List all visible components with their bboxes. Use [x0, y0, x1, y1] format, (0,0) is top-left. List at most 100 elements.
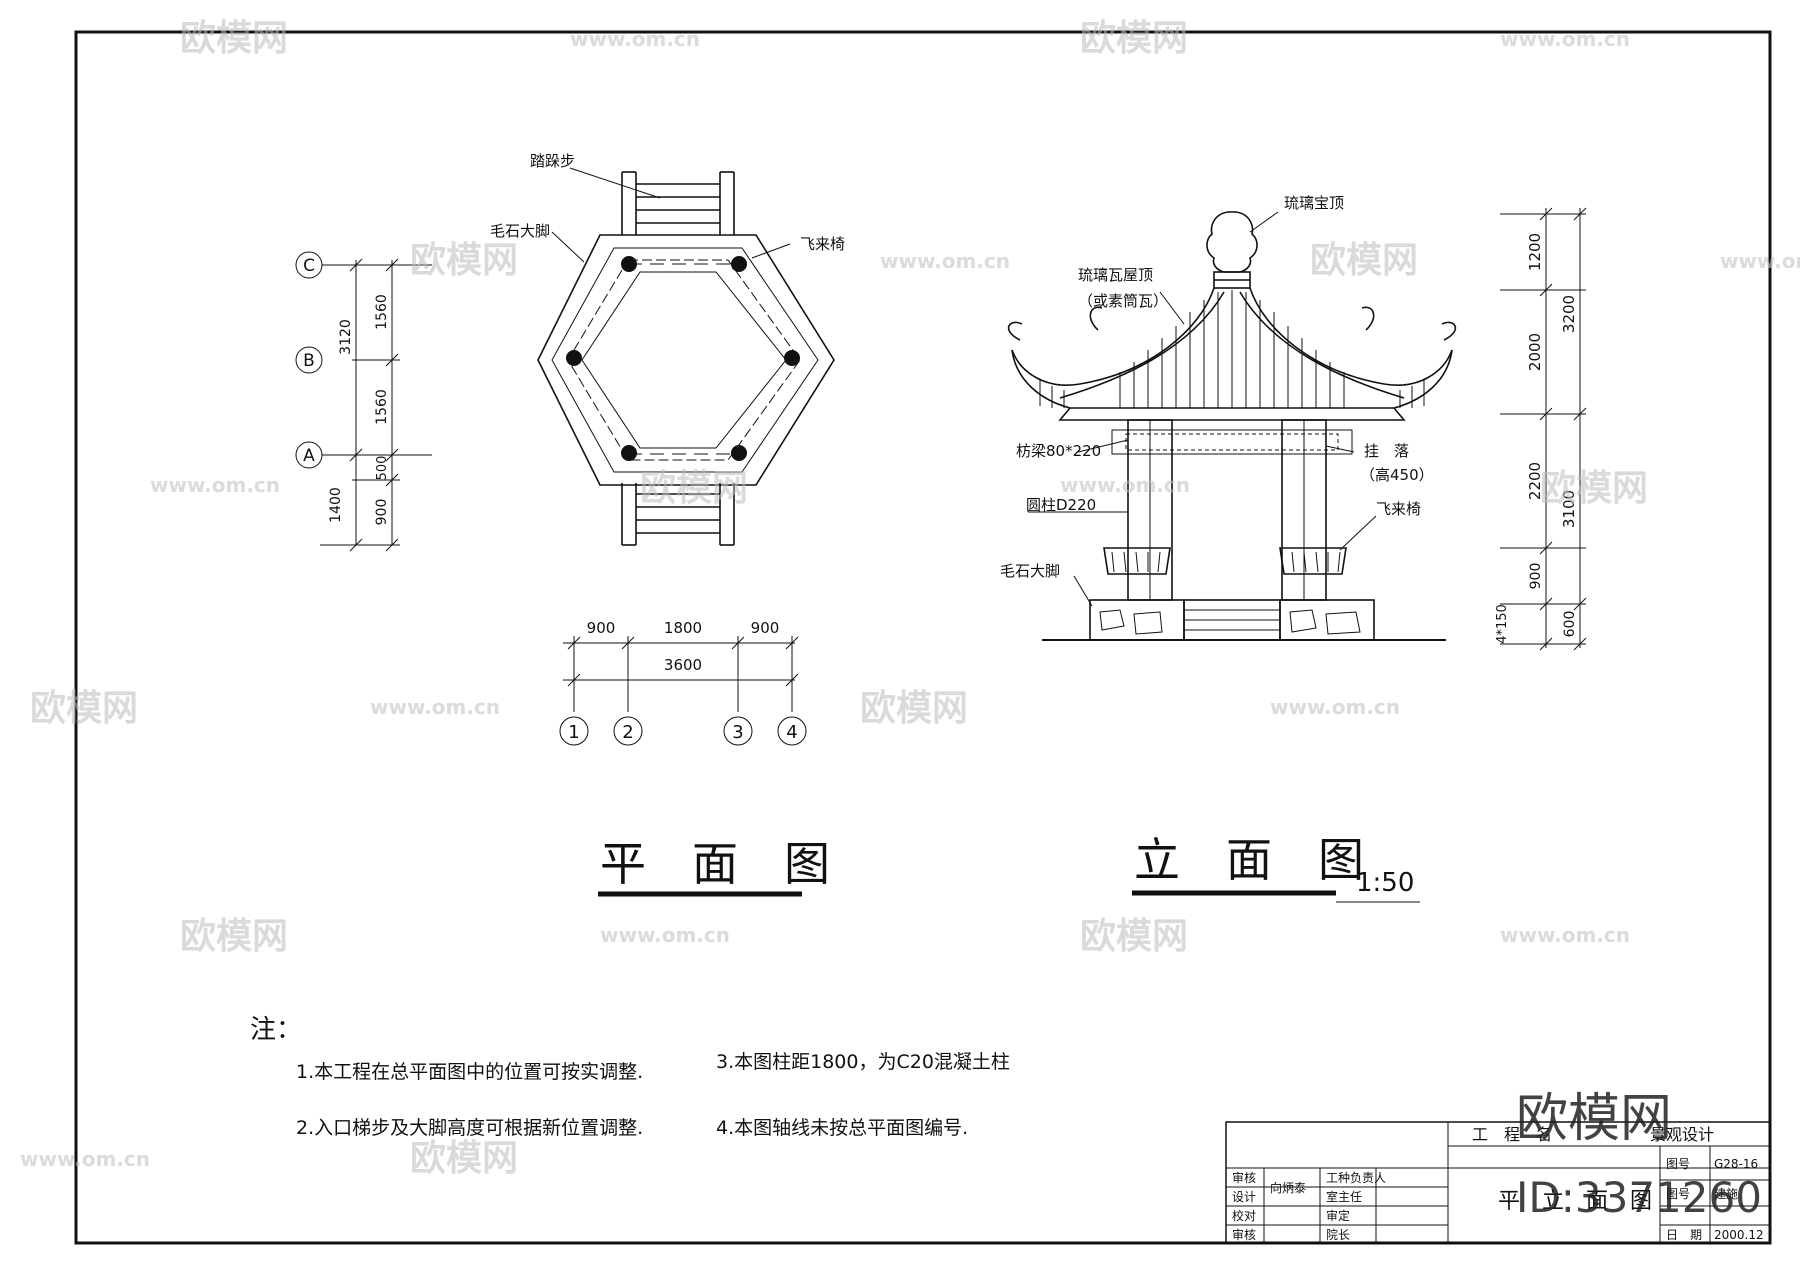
axis-label-b: B — [303, 351, 315, 371]
tb-role-1: 工种负责人 — [1326, 1171, 1386, 1185]
elevation-view: 琉璃宝顶 琉璃瓦屋顶 （或素筒瓦） 枋梁80*220 挂 落 （高450） 圆柱… — [1000, 194, 1587, 903]
label-top: 琉璃宝顶 — [1284, 194, 1344, 212]
axis-label-c: C — [303, 256, 315, 276]
plan-view: 踏跺步 毛石大脚 飞来椅 1560 1560 3120 500 900 1400 — [295, 152, 845, 897]
leader-step — [569, 167, 661, 199]
tb-role-2: 室主任 — [1326, 1189, 1362, 1204]
plan-column — [621, 445, 637, 461]
plan-column — [731, 445, 747, 461]
dim-e-6: 900 — [1528, 563, 1544, 590]
tb-code-label: 图号 — [1666, 1157, 1690, 1171]
watermark-url: www.om.cn — [600, 923, 730, 947]
watermarks: 欧模网 欧模网 www.om.cn www.om.cn 欧模网 欧模网 www.… — [20, 18, 1800, 1222]
plan-column — [731, 256, 747, 272]
label-roof-1: 琉璃瓦屋顶 — [1078, 266, 1153, 284]
dim-v-3: 3120 — [338, 319, 354, 355]
tb-code-value: G28-16 — [1714, 1157, 1758, 1171]
dim-v-2: 1560 — [374, 389, 390, 425]
axis-bubble-2 — [613, 716, 643, 746]
plan-hexagon-inner — [567, 259, 801, 461]
note-2: 2.入口梯步及大脚高度可根据新位置调整. — [296, 1117, 643, 1139]
elevation-hanging-fret — [1125, 433, 1339, 451]
elevation-leaders — [1028, 211, 1377, 607]
dim-v-1: 1560 — [374, 294, 390, 330]
notes-heading: 注： — [250, 1015, 302, 1045]
dim-h-4: 3600 — [664, 656, 702, 674]
axis-label-1: 1 — [568, 722, 579, 743]
dim-h-2: 1800 — [664, 619, 702, 637]
watermark-url: www.om.cn — [150, 473, 280, 497]
tb-row-2: 设计 — [1232, 1190, 1256, 1204]
label-hanging-2: （高450） — [1360, 466, 1434, 484]
watermark-brand: 欧模网 — [180, 916, 288, 957]
elevation-beam — [1111, 429, 1353, 455]
leader-bench — [751, 243, 791, 259]
watermark-url: www.om.cn — [880, 249, 1010, 273]
note-3: 3.本图柱距1800，为C20混凝土柱 — [716, 1051, 1010, 1073]
watermark-brand: 欧模网 — [410, 1138, 518, 1179]
label-beam: 枋梁80*220 — [1016, 442, 1101, 460]
title-block: 工 程 名 景观设计 平 立 面 图 审核 设计 校对 审核 向炳泰 工种负责人… — [1225, 1121, 1771, 1244]
tb-date-label: 日 期 — [1666, 1228, 1702, 1242]
tb-date-value: 2000.12 — [1714, 1228, 1764, 1242]
watermark-url: www.om.cn — [1060, 473, 1190, 497]
plan-column — [621, 256, 637, 272]
watermark-brand: 欧模网 — [1540, 468, 1648, 509]
watermark-brand: 欧模网 — [1080, 18, 1188, 59]
dim-e-4: 2200 — [1526, 462, 1544, 500]
label-bench-elev: 飞来椅 — [1376, 500, 1421, 518]
label-column: 圆柱D220 — [1026, 496, 1096, 514]
watermark-brand: 欧模网 — [860, 688, 968, 729]
watermark-url: www.om.cn — [570, 27, 700, 51]
label-roof-2: （或素筒瓦） — [1078, 292, 1168, 310]
tb-ref-label: 图号 — [1666, 1187, 1690, 1201]
watermark-brand: 欧模网 — [410, 240, 518, 281]
dim-h-1: 900 — [587, 619, 616, 637]
dim-e-1: 1200 — [1526, 233, 1544, 271]
elevation-title: 立 面 图 — [1134, 833, 1364, 887]
watermark-url: www.om.cn — [1270, 695, 1400, 719]
plan-dim-horizontal — [563, 636, 799, 712]
watermark-url: www.om.cn — [20, 1147, 150, 1171]
watermark-url: www.om.cn — [1720, 249, 1800, 273]
tb-ref-value: 建施 — [1714, 1187, 1738, 1201]
watermark-url: www.om.cn — [1500, 27, 1630, 51]
plan-column — [566, 350, 582, 366]
plan-dim-vertical — [320, 258, 432, 552]
dim-e-8: 600 — [1562, 611, 1578, 638]
elevation-benches — [1103, 547, 1347, 575]
plan-hexagon-mid — [551, 247, 819, 473]
tb-name-1: 向炳泰 — [1270, 1180, 1306, 1195]
tb-row-3: 校对 — [1232, 1208, 1256, 1223]
dim-h-3: 900 — [751, 619, 780, 637]
axis-bubble-4 — [777, 716, 807, 746]
axis-label-a: A — [303, 446, 315, 466]
watermark-id: ID:3371260 — [1516, 1173, 1762, 1222]
leader-base — [551, 231, 585, 263]
elevation-base — [1042, 599, 1446, 641]
label-base-elev: 毛石大脚 — [1000, 562, 1060, 580]
plan-column — [784, 350, 800, 366]
tb-row-1: 审核 — [1232, 1170, 1256, 1185]
plan-stairs-bottom — [621, 483, 735, 546]
watermark-brand: 欧模网 — [1310, 240, 1418, 281]
tb-role-4: 院长 — [1326, 1228, 1350, 1242]
watermark-brand: 欧模网 — [1080, 916, 1188, 957]
watermark-url: www.om.cn — [1500, 923, 1630, 947]
dim-e-5: 3100 — [1560, 490, 1578, 528]
elevation-columns — [1127, 419, 1327, 601]
elevation-roof-tiles — [1039, 290, 1425, 408]
watermark-brand: 欧模网 — [640, 468, 748, 509]
axis-bubble-3 — [723, 716, 753, 746]
note-4: 4.本图轴线未按总平面图编号. — [716, 1117, 968, 1139]
dim-v-5: 900 — [374, 499, 390, 526]
label-bench: 飞来椅 — [800, 235, 845, 253]
dim-v-6: 1400 — [328, 487, 344, 523]
dim-e-7: 4*150 — [1495, 604, 1510, 644]
plan-title: 平 面 图 — [600, 837, 830, 891]
tb-project-label: 工 程 名 — [1472, 1125, 1552, 1144]
plan-hexagon-outer — [537, 234, 835, 486]
label-step: 踏跺步 — [530, 152, 575, 170]
watermark-brand: 欧模网 — [30, 688, 138, 729]
